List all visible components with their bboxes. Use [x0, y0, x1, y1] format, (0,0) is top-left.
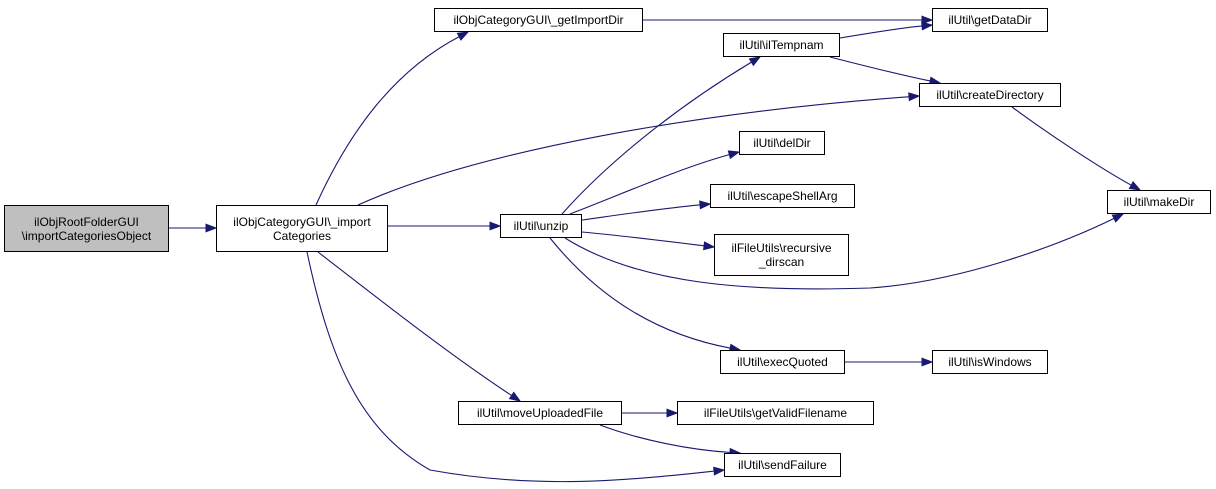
arrowhead: [921, 15, 934, 25]
node-del-dir[interactable]: ilUtil\delDir: [739, 131, 825, 155]
edge-exec-quoted-to-is-windows: [845, 357, 934, 367]
edge-line: [581, 231, 706, 247]
edge-line: [561, 61, 753, 215]
node-recursive-dirscan-line-2: _dirscan: [758, 255, 805, 269]
node-il-tempnam[interactable]: ilUtil\ilTempnam: [723, 33, 840, 57]
node-exec-quoted-label: ilUtil\execQuoted: [737, 355, 828, 369]
arrowhead: [666, 408, 679, 418]
edge-move-uploaded-file-to-send-failure: [599, 424, 742, 457]
node-is-windows-label: ilUtil\isWindows: [948, 355, 1032, 369]
node-make-dir[interactable]: ilUtil\makeDir: [1107, 190, 1211, 214]
arrowhead: [908, 92, 921, 102]
edge-line: [357, 96, 911, 206]
arrowhead: [205, 223, 218, 233]
arrowhead: [703, 241, 716, 251]
edge-import-categories-to-move-uploaded-file: [317, 251, 522, 402]
node-import-categories-line-1: ilObjCategoryGUI\_import: [233, 214, 371, 229]
edge-line: [317, 251, 513, 397]
node-root: ilObjRootFolderGUI \importCategoriesObje…: [4, 205, 169, 252]
edge-move-uploaded-file-to-get-valid-filename: [622, 408, 679, 418]
edge-line: [569, 153, 731, 215]
edge-line: [829, 56, 932, 82]
node-unzip[interactable]: ilUtil\unzip: [500, 214, 582, 238]
edge-get-import-dir-to-get-data-dir: [643, 15, 934, 25]
node-get-valid-filename[interactable]: ilFileUtils\getValidFilename: [677, 401, 874, 425]
node-escape-shell-arg-label: ilUtil\escapeShellArg: [727, 189, 838, 203]
node-root-line-2: \importCategoriesObject: [21, 228, 152, 243]
edge-import-categories-to-unzip: [388, 221, 502, 231]
edge-line: [599, 424, 732, 454]
arrowhead: [489, 221, 502, 231]
node-send-failure-label: ilUtil\sendFailure: [738, 458, 827, 472]
arrowhead: [921, 21, 934, 31]
arrowhead: [921, 357, 934, 367]
edge-unzip-to-make-dir: [564, 213, 1125, 290]
edge-line: [839, 25, 924, 39]
node-get-import-dir[interactable]: ilObjCategoryGUI\_getImportDir: [434, 8, 643, 32]
edge-line: [581, 204, 702, 221]
node-import-categories-line-2: Categories: [272, 228, 332, 243]
edge-line: [564, 217, 1116, 290]
edge-unzip-to-escape-shell-arg: [581, 200, 712, 221]
edge-import-categories-to-create-directory: [357, 92, 921, 206]
node-del-dir-label: ilUtil\delDir: [753, 136, 811, 150]
arrowhead: [699, 200, 712, 210]
arrowhead: [727, 150, 741, 160]
edge-unzip-to-exec-quoted: [549, 237, 742, 353]
edge-import-categories-to-send-failure: [306, 251, 726, 483]
node-create-directory-label: ilUtil\createDirectory: [936, 88, 1044, 102]
edge-unzip-to-del-dir: [569, 150, 741, 215]
node-exec-quoted[interactable]: ilUtil\execQuoted: [720, 350, 845, 374]
node-il-tempnam-label: ilUtil\ilTempnam: [739, 38, 824, 52]
edge-il-tempnam-to-get-data-dir: [839, 21, 934, 39]
node-get-data-dir[interactable]: ilUtil\getDataDir: [932, 8, 1048, 32]
node-get-valid-filename-label: ilFileUtils\getValidFilename: [703, 406, 848, 420]
node-recursive-dirscan[interactable]: ilFileUtils\recursive _dirscan: [714, 234, 849, 276]
edge-il-tempnam-to-create-directory: [829, 56, 942, 86]
edge-root-to-import-categories: [169, 223, 218, 233]
node-get-import-dir-label: ilObjCategoryGUI\_getImportDir: [453, 13, 624, 27]
arrowhead: [508, 391, 522, 402]
edge-unzip-to-recursive-dirscan: [581, 231, 716, 251]
arrowhead: [713, 466, 726, 476]
node-escape-shell-arg[interactable]: ilUtil\escapeShellArg: [710, 184, 855, 208]
arrowhead: [1111, 213, 1125, 223]
edge-line: [315, 35, 461, 206]
node-make-dir-label: ilUtil\makeDir: [1123, 195, 1195, 209]
node-root-line-1: ilObjRootFolderGUI: [34, 214, 139, 229]
edge-line: [306, 251, 716, 483]
node-move-uploaded-file-label: ilUtil\moveUploadedFile: [476, 406, 604, 420]
arrowhead: [748, 56, 762, 67]
node-get-data-dir-label: ilUtil\getDataDir: [948, 13, 1032, 27]
node-create-directory[interactable]: ilUtil\createDirectory: [919, 83, 1061, 107]
node-is-windows[interactable]: ilUtil\isWindows: [932, 350, 1048, 374]
node-send-failure[interactable]: ilUtil\sendFailure: [724, 453, 841, 477]
edge-line: [1011, 106, 1133, 187]
node-unzip-label: ilUtil\unzip: [513, 219, 569, 233]
edge-unzip-to-il-tempnam: [561, 56, 762, 215]
edge-import-categories-to-get-import-dir: [315, 31, 470, 206]
edge-line: [549, 237, 732, 349]
node-import-categories[interactable]: ilObjCategoryGUI\_import Categories: [216, 205, 388, 252]
edge-create-directory-to-make-dir: [1011, 106, 1142, 191]
node-move-uploaded-file[interactable]: ilUtil\moveUploadedFile: [458, 401, 622, 425]
node-recursive-dirscan-line-1: ilFileUtils\recursive: [731, 241, 832, 255]
arrowhead: [1128, 180, 1142, 191]
arrowhead: [456, 31, 470, 41]
